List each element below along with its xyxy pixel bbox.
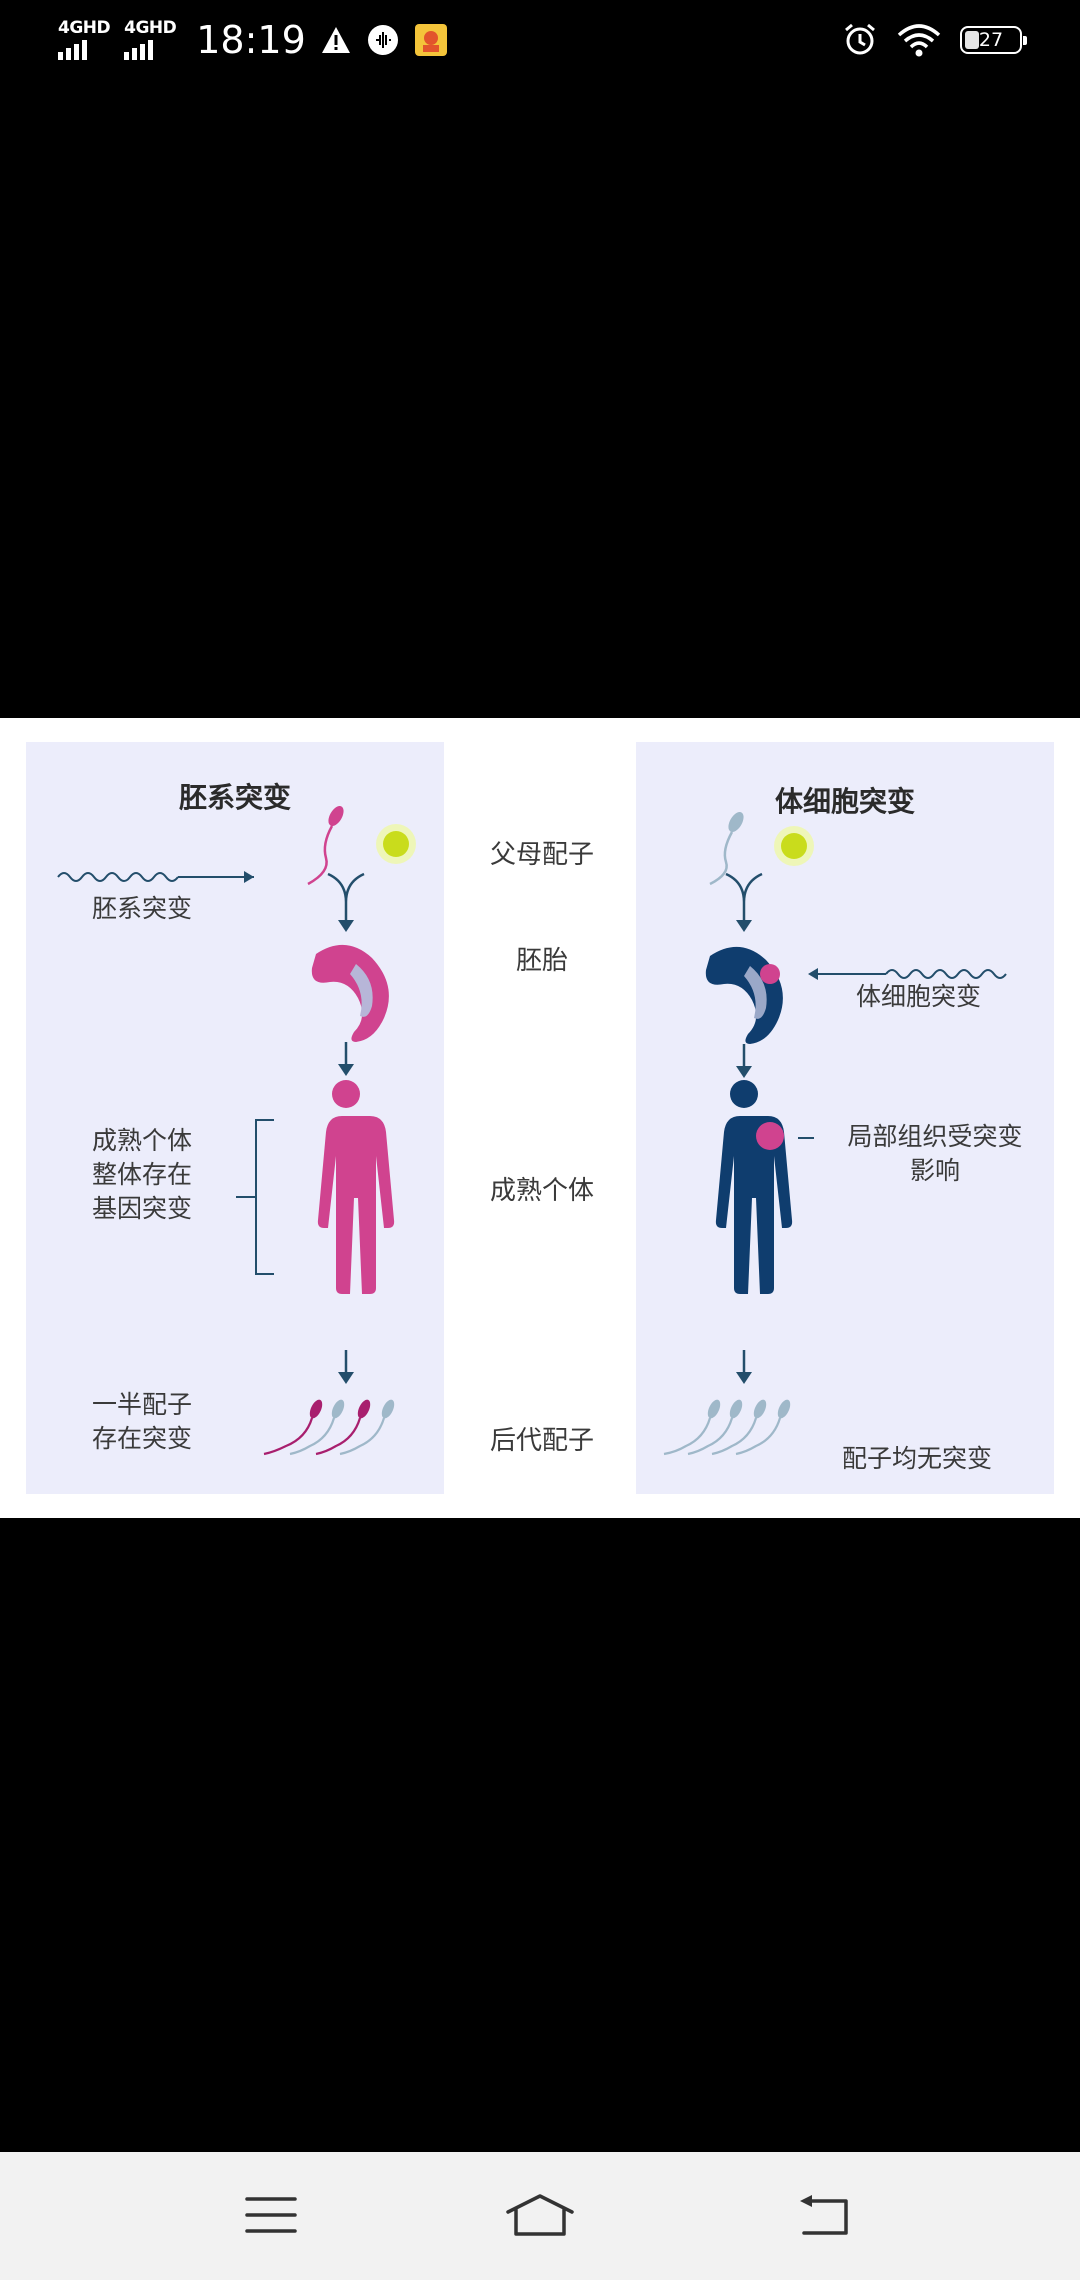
germline-adult-label-line2: 整体存在 [92, 1160, 193, 1189]
germline-adult-label-line3: 基因突变 [92, 1194, 193, 1223]
embryo-icon [311, 944, 389, 1042]
back-button[interactable] [784, 2182, 864, 2248]
menu-icon [245, 2197, 297, 2233]
egg-icon [774, 826, 814, 866]
app-icon [414, 23, 448, 57]
mutation-wave [885, 969, 1007, 979]
germline-adult-label-line1: 成熟个体 [92, 1126, 193, 1155]
embryo-icon [705, 946, 783, 1044]
home-button[interactable] [500, 2182, 580, 2248]
offspring-gametes-icon [263, 1399, 395, 1456]
human-body-icon [317, 1080, 395, 1294]
somatic-diagram [663, 812, 1007, 1456]
network-type-label: 4GHD [58, 18, 111, 38]
adult-label: 成熟个体 [489, 1176, 594, 1206]
signal-sim2: 4GHD [124, 18, 177, 60]
voice-assistant-icon [366, 23, 400, 57]
germline-title: 胚系突变 [178, 781, 291, 814]
home-icon [506, 2194, 574, 2236]
clock: 18:19 [196, 18, 306, 62]
offspring-gametes-icon [663, 1399, 791, 1456]
battery-icon: 27 [960, 26, 1027, 54]
germline-diagram [57, 806, 416, 1456]
status-bar: 4GHD 4GHD 18:19 27 [0, 0, 1080, 84]
image-viewer[interactable]: 胚系突变 [0, 718, 1080, 1518]
somatic-gamete-label: 配子均无突变 [842, 1444, 993, 1473]
network-type-label: 4GHD [124, 18, 177, 38]
wifi-icon [896, 23, 942, 57]
sperm-icon [307, 806, 344, 886]
somatic-panel: 体细胞突变 [636, 742, 1054, 1494]
embryo-label: 胚胎 [515, 946, 568, 976]
mutation-wave [57, 872, 179, 882]
signal-sim1: 4GHD [58, 18, 111, 60]
somatic-title: 体细胞突变 [774, 785, 915, 818]
somatic-adult-label-line1: 局部组织受突变 [847, 1122, 1023, 1151]
germline-gamete-label-line2: 存在突变 [92, 1424, 193, 1453]
egg-icon [376, 824, 416, 864]
signal-bars-icon [124, 40, 154, 60]
germline-gamete-label-line1: 一半配子 [92, 1390, 193, 1419]
alarm-icon [842, 22, 878, 58]
signal-bars-icon [58, 40, 87, 60]
somatic-adult-label-line2: 影响 [909, 1156, 960, 1185]
menu-button[interactable] [231, 2182, 311, 2248]
human-body-icon [715, 1080, 793, 1294]
warning-icon [320, 25, 352, 55]
germline-mutation-label: 胚系突变 [92, 894, 193, 923]
germline-panel: 胚系突变 [26, 742, 444, 1494]
battery-level: 27 [978, 29, 1004, 51]
navigation-bar [0, 2152, 1080, 2280]
somatic-mutation-label: 体细胞突变 [856, 982, 982, 1011]
offspring-gametes-label: 后代配子 [489, 1426, 594, 1456]
sperm-icon [709, 812, 744, 886]
parents-gametes-label: 父母配子 [489, 840, 594, 870]
back-icon [800, 2195, 848, 2235]
